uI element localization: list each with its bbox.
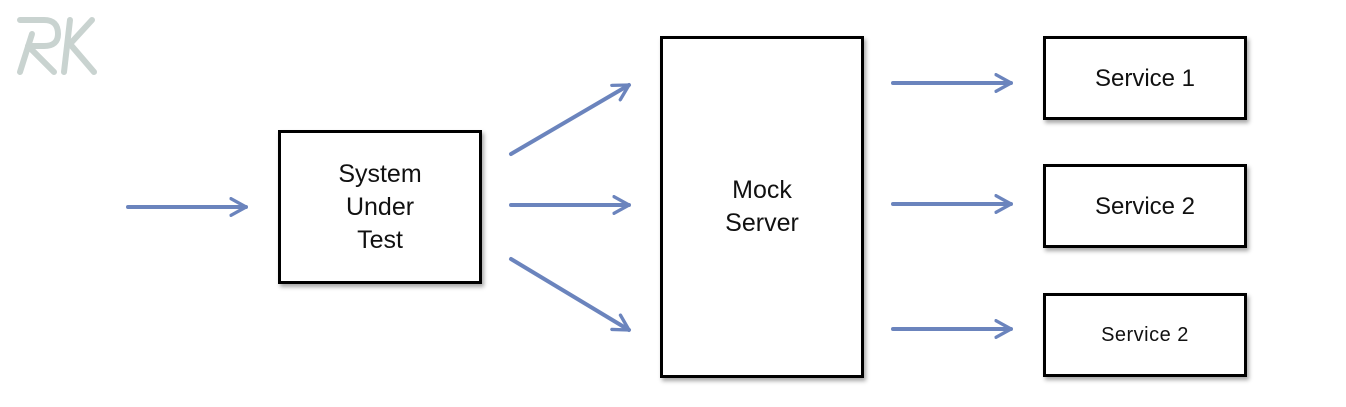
mock-label-line-2: Server	[725, 209, 799, 237]
sut-label-line-1: System	[338, 159, 422, 188]
service-1-box: Service 1	[1043, 36, 1247, 120]
service-3-box: Service 2	[1043, 293, 1247, 377]
sut-label-line-3: Test	[357, 225, 403, 254]
service-2-label: Service 2	[1094, 192, 1196, 220]
system-under-test-box: System Under Test	[278, 130, 482, 284]
mock-server-box: Mock Server	[660, 36, 864, 378]
rk-logo-icon	[17, 17, 97, 75]
mock-label-line-1: Mock	[732, 176, 792, 204]
service-1-label: Service 1	[1094, 64, 1196, 92]
service-2-box: Service 2	[1043, 164, 1247, 248]
sut-label-line-2: Under	[345, 192, 415, 221]
service-3-label: Service 2	[1101, 323, 1189, 346]
arrow-sut-to-mock-upper	[509, 83, 631, 156]
arrow-sut-to-mock-lower	[509, 257, 631, 332]
